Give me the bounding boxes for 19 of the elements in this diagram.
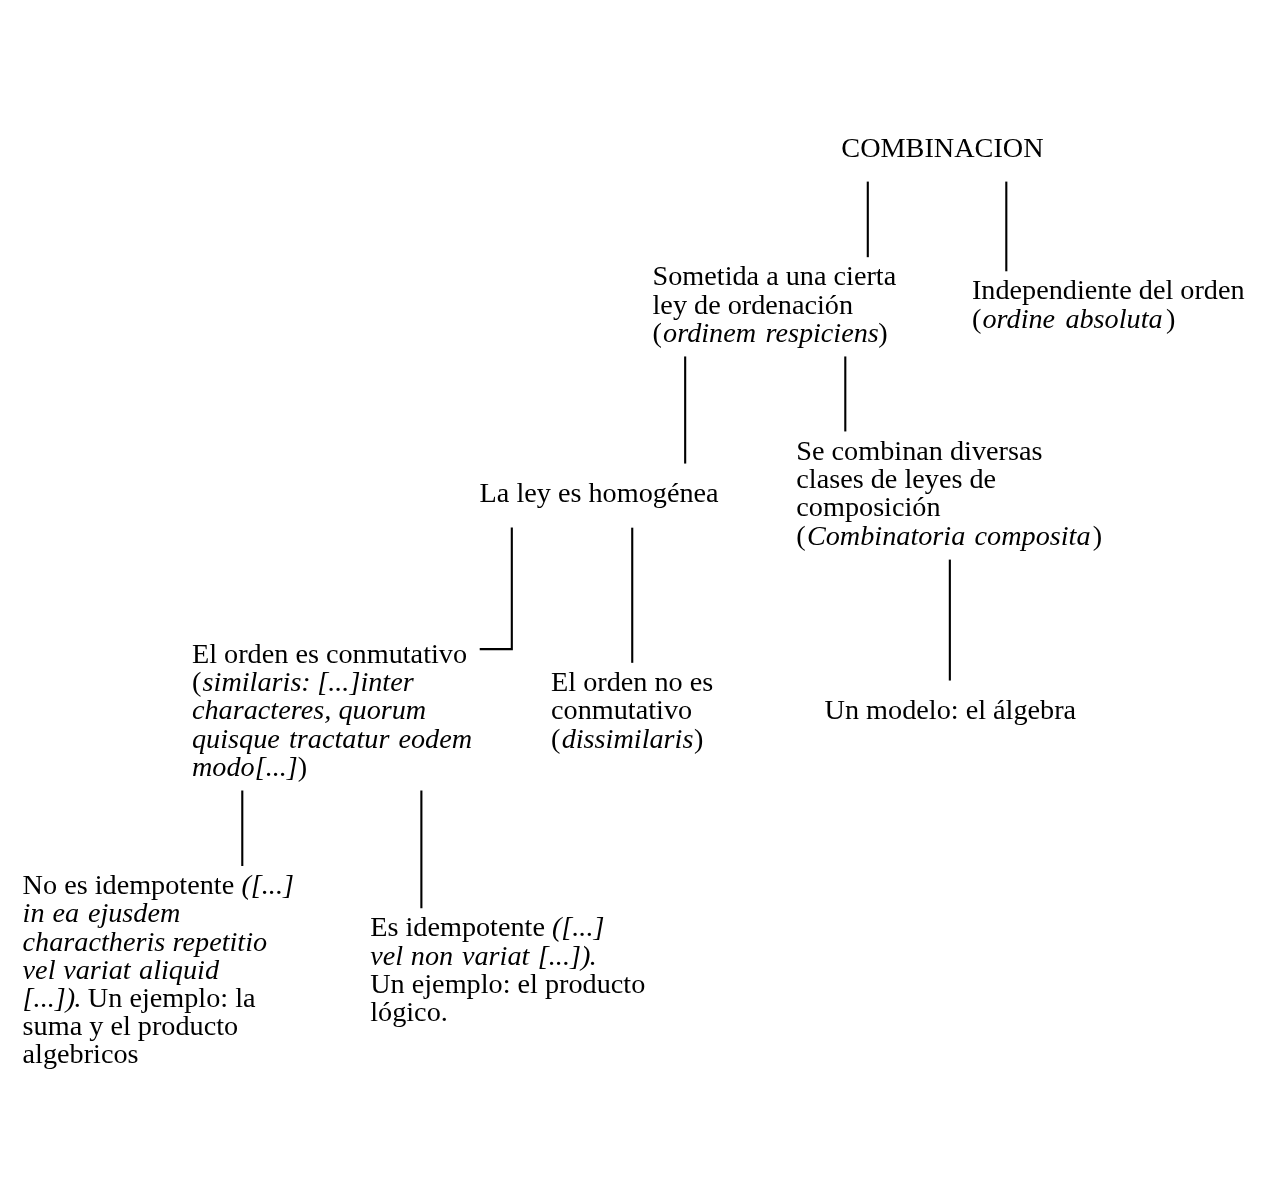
node-text: El orden es conmutativo (similaris: [...]inter characteres, quorum quisque tractatur eodem modo[...]) (191, 637, 473, 782)
connector (1005, 181, 1008, 271)
connector (844, 355, 847, 431)
connector (866, 181, 869, 257)
connector (631, 527, 634, 663)
connector (948, 559, 951, 681)
node-text: Se combinan diversas clases de leyes de composición (Combinatoria composita) (796, 434, 1103, 551)
node-text: Independiente del orden (ordine absoluta) (971, 273, 1245, 334)
node-text: No es idempotente ([...] in ea ejusdem charactheris repetitio vel variat aliquid [...]). Un ejemplo: la suma y el producto algebricos (22, 868, 294, 1069)
connector (684, 355, 687, 464)
node-text: COMBINACION (841, 131, 1044, 163)
node-text: El orden no es conmutativo (dissimilaris) (551, 665, 714, 754)
connector (241, 790, 244, 866)
node-text: Un modelo: el álgebra (824, 693, 1077, 725)
node-text: La ley es homogénea (479, 476, 719, 508)
connector (479, 526, 513, 650)
node-text: Sometida a una cierta ley de ordenación (ordinem respiciens) (652, 259, 897, 348)
node-text: Es idempotente ([...] vel non variat [...]). Un ejemplo: el producto lógico. (370, 910, 646, 1027)
connector (420, 790, 423, 908)
